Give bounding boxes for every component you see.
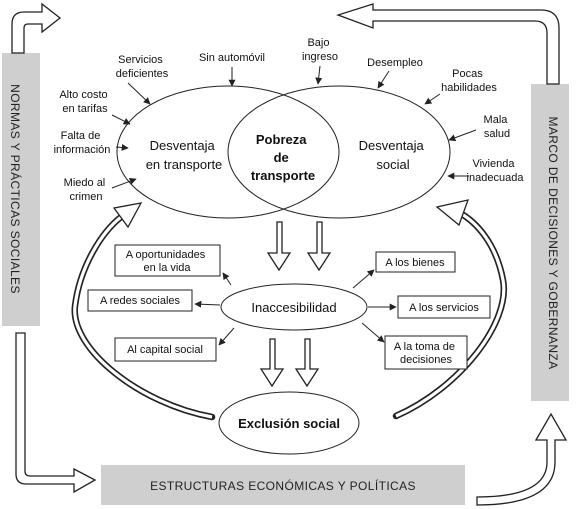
svg-text:Al capital social: Al capital social — [127, 344, 203, 356]
social-exclusion-title: Exclusión social — [238, 416, 340, 431]
venn-diagram: Desventaja en transporte Desventaja soci… — [116, 85, 451, 219]
factor-poor-services: Servicios deficientes — [116, 54, 169, 80]
outer-arrow-bottom-left — [15, 332, 97, 494]
feedback-arrows — [71, 199, 508, 421]
down-arrow-upper-right — [306, 221, 332, 272]
inaccessibility-boxes: A oportunidades en la vida A redes socia… — [87, 244, 491, 370]
left-band-label: NORMAS Y PRÁCTICAS SOCIALES — [8, 84, 23, 294]
outer-arrow-top-right — [335, 3, 560, 85]
transport-poverty-title: Pobreza de transporte — [251, 132, 315, 183]
transport-disadvantage-ellipse — [116, 85, 340, 219]
box-social-networks: A redes sociales — [87, 289, 193, 312]
box-social-capital: Al capital social — [114, 337, 217, 362]
factor-few-skills: Pocas habilidades — [441, 68, 497, 94]
bottom-band-label: ESTRUCTURAS ECONÓMICAS Y POLÍTICAS — [150, 478, 416, 493]
social-disadvantage-ellipse — [227, 85, 451, 219]
down-arrows-lower — [259, 338, 320, 388]
box-goods: A los bienes — [375, 251, 456, 273]
right-band-label: MARCO DE DECISIONES Y GOBERNANZA — [546, 116, 560, 369]
social-exclusion-node: Exclusión social — [218, 391, 360, 455]
down-arrow-lower-left — [259, 338, 285, 388]
down-arrows-upper — [266, 221, 332, 272]
right-band: MARCO DE DECISIONES Y GOBERNANZA — [531, 84, 569, 401]
box-services: A los servicios — [397, 295, 491, 319]
factor-low-income: Bajo ingreso — [302, 37, 338, 63]
inaccessibility-node: Inaccesibilidad — [220, 283, 368, 331]
outer-arrow-bottom-right — [476, 412, 568, 506]
social-disadvantage-title: Desventaja social — [359, 138, 428, 172]
outer-arrow-top-left — [11, 2, 62, 54]
svg-text:A los bienes: A los bienes — [385, 257, 445, 269]
bottom-band: ESTRUCTURAS ECONÓMICAS Y POLÍTICAS — [101, 465, 465, 505]
box-life-opportunities: A oportunidades en la vida — [114, 244, 221, 277]
inaccessibility-title: Inaccesibilidad — [251, 300, 336, 315]
factor-fear-crime: Miedo al crimen — [64, 177, 109, 203]
factor-poor-health: Mala salud — [484, 114, 511, 140]
down-arrow-upper-left — [266, 221, 292, 272]
factor-lack-information: Falta de información — [54, 130, 111, 156]
factor-no-car: Sin automóvil — [199, 52, 265, 64]
box-decision-making: A la toma de decisiones — [384, 335, 468, 370]
svg-text:A la toma de decisione: A la toma de decisiones — [394, 341, 458, 366]
factor-high-fares: Alto costo en tarifas — [59, 89, 110, 115]
outer-cycle-arrows — [11, 2, 568, 506]
social-factors: Bajo ingreso Desempleo Pocas habilidades… — [302, 37, 524, 184]
transport-disadvantage-title: Desventaja en transporte — [146, 138, 223, 172]
down-arrow-lower-right — [294, 338, 320, 388]
svg-text:A oportunidades en la: A oportunidades en la vida — [126, 249, 209, 274]
transport-factors: Servicios deficientes Sin automóvil Alto… — [54, 52, 265, 203]
svg-text:A redes sociales: A redes sociales — [100, 295, 181, 307]
svg-text:A los servicios: A los servicios — [409, 302, 479, 314]
left-band: NORMAS Y PRÁCTICAS SOCIALES — [2, 53, 40, 326]
factor-unemployment: Desempleo — [367, 57, 423, 69]
factor-inadequate-housing: Vivienda inadecuada — [467, 158, 525, 184]
